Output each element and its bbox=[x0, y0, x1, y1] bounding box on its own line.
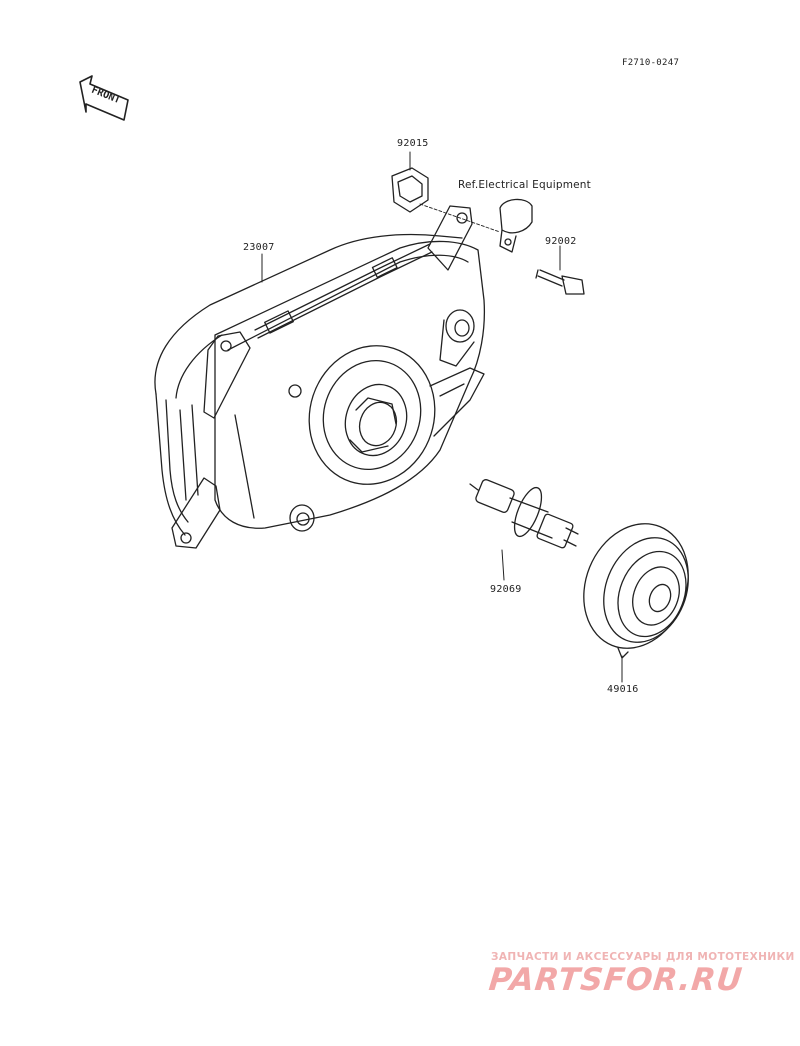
document-code: F2710-0247 bbox=[622, 58, 680, 68]
part-number-92015: 92015 bbox=[397, 138, 429, 149]
watermark-logo: PARTSFOR.RU bbox=[487, 962, 745, 998]
part-number-23007: 23007 bbox=[243, 242, 275, 253]
front-arrow-icon: FRONT bbox=[79, 75, 129, 121]
headlight-unit-23007 bbox=[154, 205, 486, 549]
leader-lines bbox=[261, 151, 623, 683]
watermark-tagline: ЗАПЧАСТИ И АКСЕССУАРЫ ДЛЯ МОТОТЕХНИКИ bbox=[491, 951, 795, 963]
bulb-92069 bbox=[469, 479, 579, 549]
reference-note: Ref.Electrical Equipment bbox=[458, 179, 591, 191]
part-number-49016: 49016 bbox=[607, 684, 639, 695]
dust-cover-49016 bbox=[583, 523, 689, 659]
part-number-92002: 92002 bbox=[545, 236, 577, 247]
front-arrow-label: FRONT bbox=[90, 85, 122, 106]
bolt-92002 bbox=[535, 269, 585, 295]
nut-92015 bbox=[391, 167, 501, 233]
connector-cap bbox=[499, 198, 533, 253]
part-number-92069: 92069 bbox=[490, 584, 522, 595]
